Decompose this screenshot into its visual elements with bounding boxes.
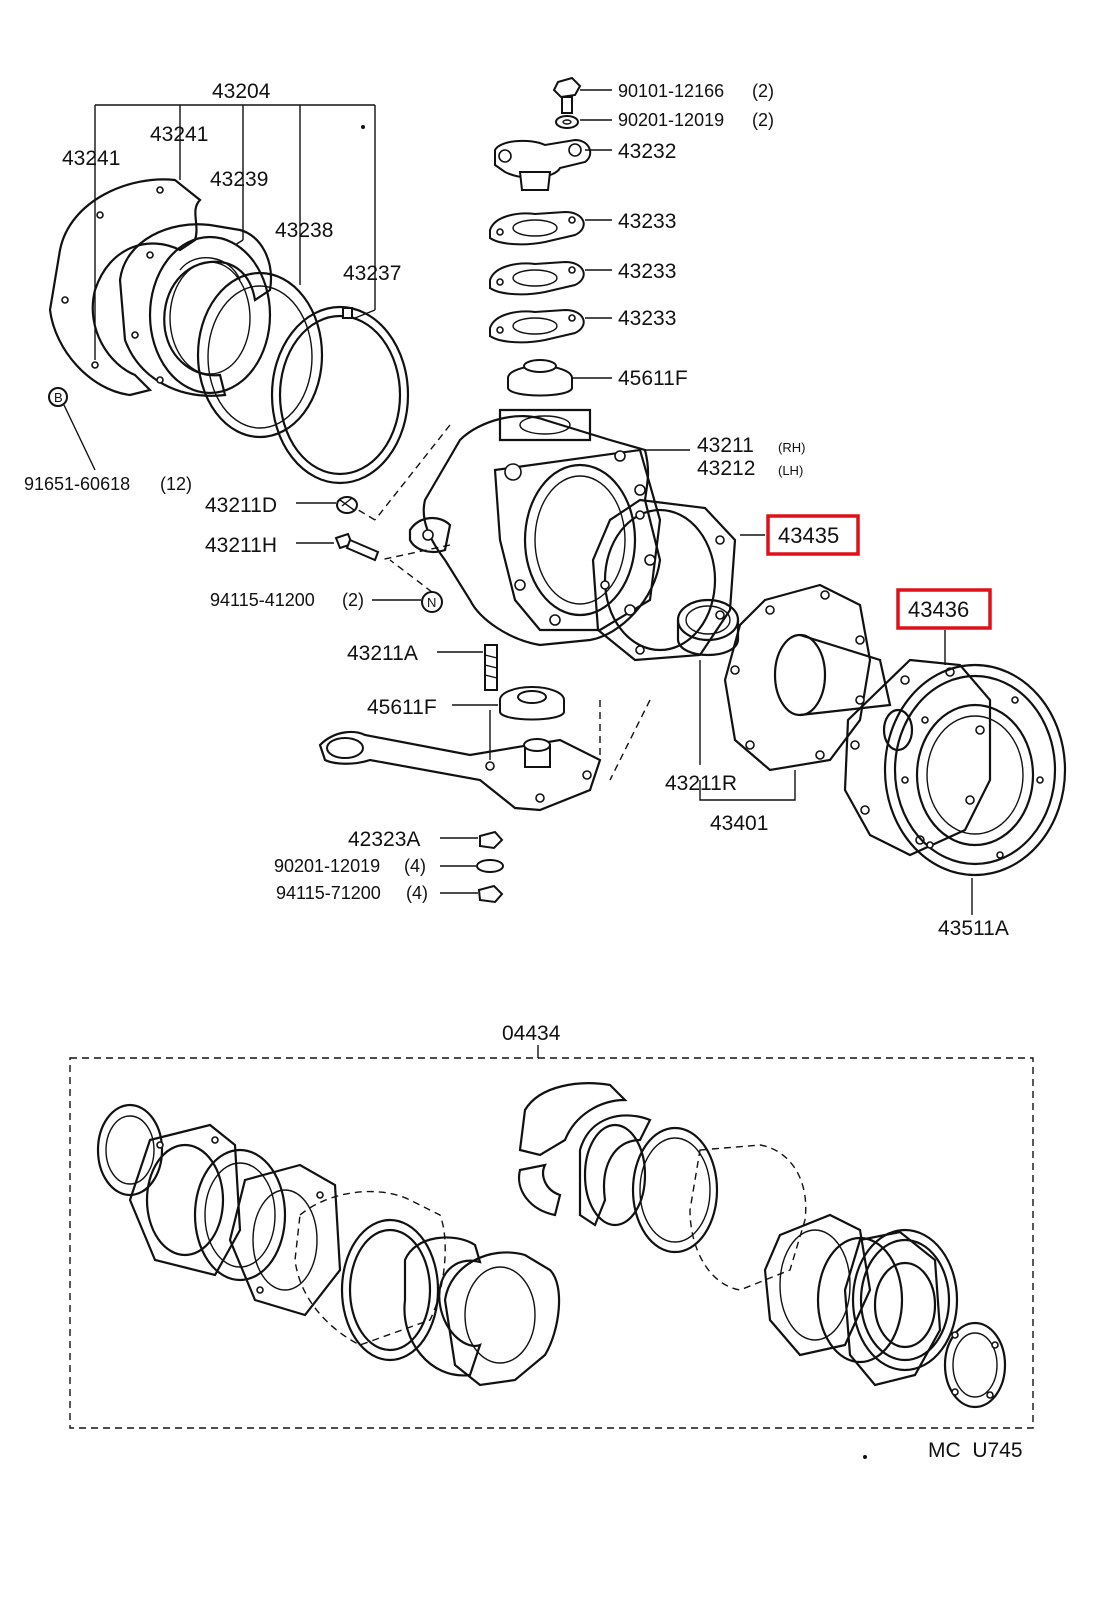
label-43401: 43401: [710, 812, 768, 835]
steering-arm: [318, 699, 651, 812]
label-90201-12019-top: 90201-12019: [618, 110, 724, 130]
label-90201-12019-bottom: 90201-12019: [274, 856, 380, 876]
label-90101-qty: (2): [752, 81, 774, 101]
bearing-45611F-top: [507, 359, 612, 397]
felt-ring-43238: [196, 271, 324, 439]
bolt-43211H: [296, 532, 380, 562]
stud-43211A: [437, 644, 498, 691]
label-43435: 43435: [778, 523, 839, 548]
shim-43233-b: [489, 260, 612, 296]
bolt-91651: [48, 387, 96, 471]
label-94115-71200-qty: (4): [406, 883, 428, 903]
label-42323A: 42323A: [348, 828, 420, 851]
marker-b: B: [54, 390, 63, 405]
label-43232: 43232: [618, 140, 676, 163]
bracket-43204: [94, 104, 376, 360]
hub-43436: [843, 630, 992, 857]
washer-90201-bottom: [440, 859, 504, 873]
gasket-43435: [591, 498, 765, 662]
label-90201-bottom-qty: (4): [404, 856, 426, 876]
label-43212-lh: (LH): [778, 463, 803, 478]
cap-43232: [494, 138, 612, 191]
bearing-45611F-bottom: [452, 686, 565, 721]
label-43211A: 43211A: [347, 642, 418, 665]
hub-seal-43511A: [883, 663, 1067, 915]
shim-43233-a: [489, 210, 612, 246]
label-43211R: 43211R: [665, 772, 737, 795]
label-94115-41200: 94115-41200: [210, 590, 315, 610]
diagram-code: MC U745: [928, 1439, 1023, 1462]
label-43238: 43238: [275, 219, 333, 242]
screw-43211D: [296, 496, 358, 514]
label-90101-12166: 90101-12166: [618, 81, 724, 101]
kit-box-04434: [69, 1045, 1034, 1459]
bushing-43211R: [676, 598, 740, 765]
label-43233-c: 43233: [618, 307, 676, 330]
label-43211D: 43211D: [205, 494, 277, 517]
highlight-box-43436: [896, 588, 992, 630]
label-45611F-bottom: 45611F: [367, 696, 437, 719]
spindle-43401: [699, 583, 892, 801]
label-94115-71200: 94115-71200: [276, 883, 381, 903]
label-43211: 43211: [697, 434, 754, 457]
shim-43233-c: [489, 308, 612, 344]
knuckle-43211: [349, 408, 690, 647]
label-43241-upper: 43241: [150, 123, 208, 146]
label-45611F-top: 45611F: [618, 367, 688, 390]
label-43211H: 43211H: [205, 534, 277, 557]
nut-42323A: [440, 830, 504, 850]
label-90201-top-qty: (2): [752, 110, 774, 130]
label-43212: 43212: [697, 457, 755, 480]
dust-seal-43239: [148, 235, 272, 395]
label-43237: 43237: [343, 262, 401, 285]
label-43204: 43204: [212, 80, 271, 103]
retainer-outer-43241: [48, 178, 202, 397]
label-91651-qty: (12): [160, 474, 192, 494]
nut-94115-bottom: [440, 884, 504, 904]
label-43511A: 43511A: [938, 917, 1009, 940]
nut-94115-N: [372, 559, 443, 613]
snap-ring-43237: [270, 305, 410, 485]
bolt-90101: [552, 76, 612, 114]
label-91651-60618: 91651-60618: [24, 474, 130, 494]
label-04434: 04434: [502, 1022, 561, 1045]
label-43241-lower: 43241: [62, 147, 120, 170]
label-43233-a: 43233: [618, 210, 676, 233]
label-43233-b: 43233: [618, 260, 676, 283]
highlight-box-43435: [766, 514, 860, 556]
marker-n: N: [427, 595, 436, 610]
washer-90201-top: [555, 115, 612, 129]
label-43436: 43436: [908, 597, 969, 622]
label-94115-41200-qty: (2): [342, 590, 364, 610]
label-43211-rh: (RH): [778, 440, 805, 455]
label-43239: 43239: [210, 168, 268, 191]
